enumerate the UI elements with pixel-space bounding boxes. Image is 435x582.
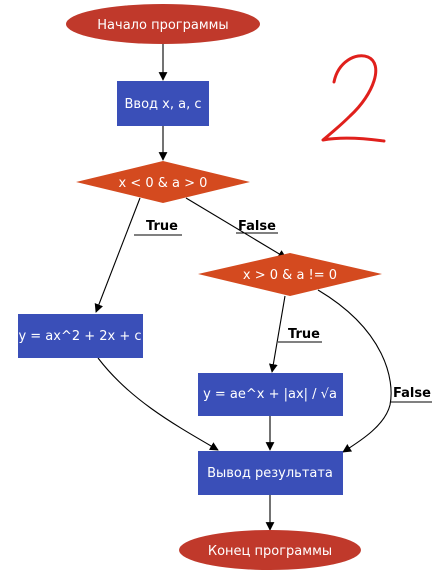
edge-label-d2-true: True <box>288 327 320 342</box>
edge-label-d2-false: False <box>393 386 431 401</box>
input-label: Ввод x, a, c <box>125 97 202 112</box>
calc2-label: y = ae^x + |ax| / √a <box>203 387 337 402</box>
handwritten-number-2 <box>321 54 386 143</box>
edge-d2-true <box>268 295 286 373</box>
edge-d2-false <box>317 289 392 453</box>
decision1-diamond <box>76 161 250 203</box>
output-label: Вывод результата <box>207 466 333 481</box>
start-terminal <box>66 4 260 44</box>
edge-label-d1-true: True <box>146 219 178 234</box>
output-block <box>198 451 343 495</box>
calc1-block <box>18 314 143 358</box>
calc1-label: y = ax^2 + 2x + c <box>18 329 141 344</box>
edge-label-d1-false: False <box>238 219 276 234</box>
edge-d1-true <box>94 197 141 313</box>
decision1-label: x < 0 & a > 0 <box>119 176 208 191</box>
edge-calc1-output <box>97 357 219 451</box>
edge-d1-false <box>185 197 287 259</box>
input-block <box>117 81 209 126</box>
start-label: Начало программы <box>97 18 228 33</box>
decision2-label: x > 0 & a != 0 <box>243 268 337 283</box>
end-label: Конец программы <box>208 544 332 559</box>
calc2-block <box>198 373 343 416</box>
decision2-diamond <box>198 253 382 296</box>
end-terminal <box>179 530 361 570</box>
